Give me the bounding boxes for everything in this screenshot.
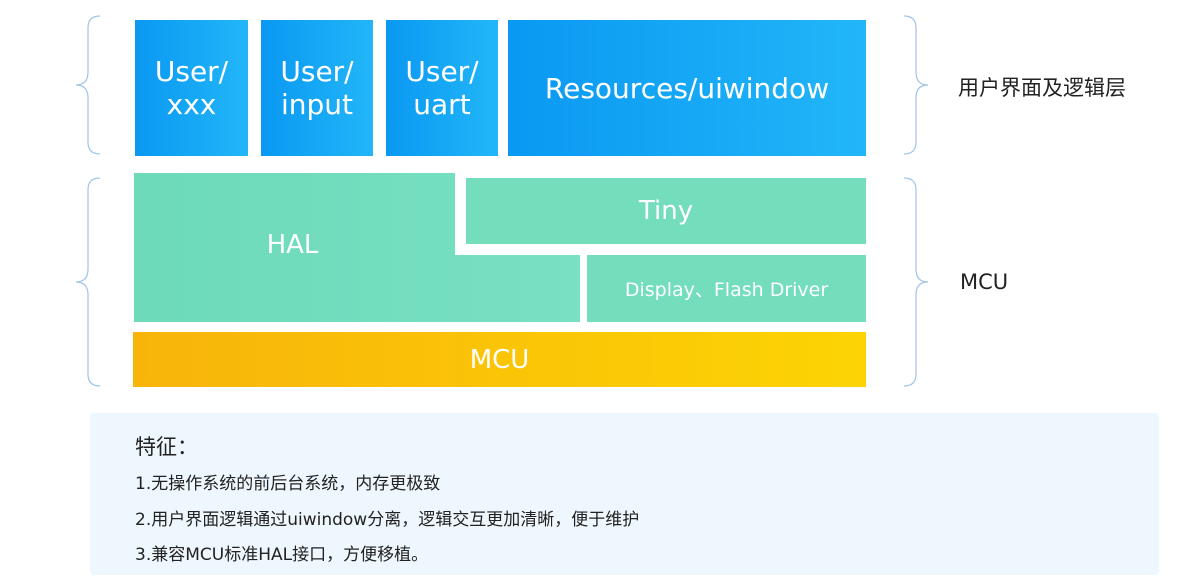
module-user-input-label: User/ input [280,55,354,121]
ui-layer-label: 用户界面及逻辑层 [958,76,1126,100]
mcu-bar-label: MCU [469,344,530,375]
module-user-xxx-label: User/ xxx [154,55,229,121]
mcu-bar: MCU [133,332,866,387]
tiny-label: Tiny [638,196,694,226]
module-user-xxx: User/ xxx [135,20,248,156]
module-user-uart-label: User/ uart [405,55,479,121]
module-resources-uiwindow-label: Resources/uiwindow [544,71,830,105]
hal-block [134,173,580,322]
feature-item: 2.用户界面逻辑通过uiwindow分离，逻辑交互更加清晰，便于维护 [135,510,640,530]
hal-label: HAL [266,230,319,260]
tiny-block: Tiny [466,178,866,244]
driver-label: Display、Flash Driver [624,279,829,301]
module-user-uart: User/ uart [386,20,498,156]
driver-block: Display、Flash Driver [587,255,866,322]
right-brace-bottom [903,177,929,387]
left-brace-top [75,15,101,155]
module-user-input: User/ input [261,20,373,156]
right-brace-top [903,15,929,155]
feature-item: 1.无操作系统的前后台系统，内存更极致 [135,474,441,494]
left-brace-bottom [75,177,101,387]
features-panel: 特征： 1.无操作系统的前后台系统，内存更极致 2.用户界面逻辑通过uiwind… [90,413,1159,575]
module-resources-uiwindow: Resources/uiwindow [508,20,866,156]
feature-item: 3.兼容MCU标准HAL接口，方便移植。 [135,545,429,565]
mcu-layer-label: MCU [960,270,1009,294]
features-title: 特征： [135,435,198,459]
